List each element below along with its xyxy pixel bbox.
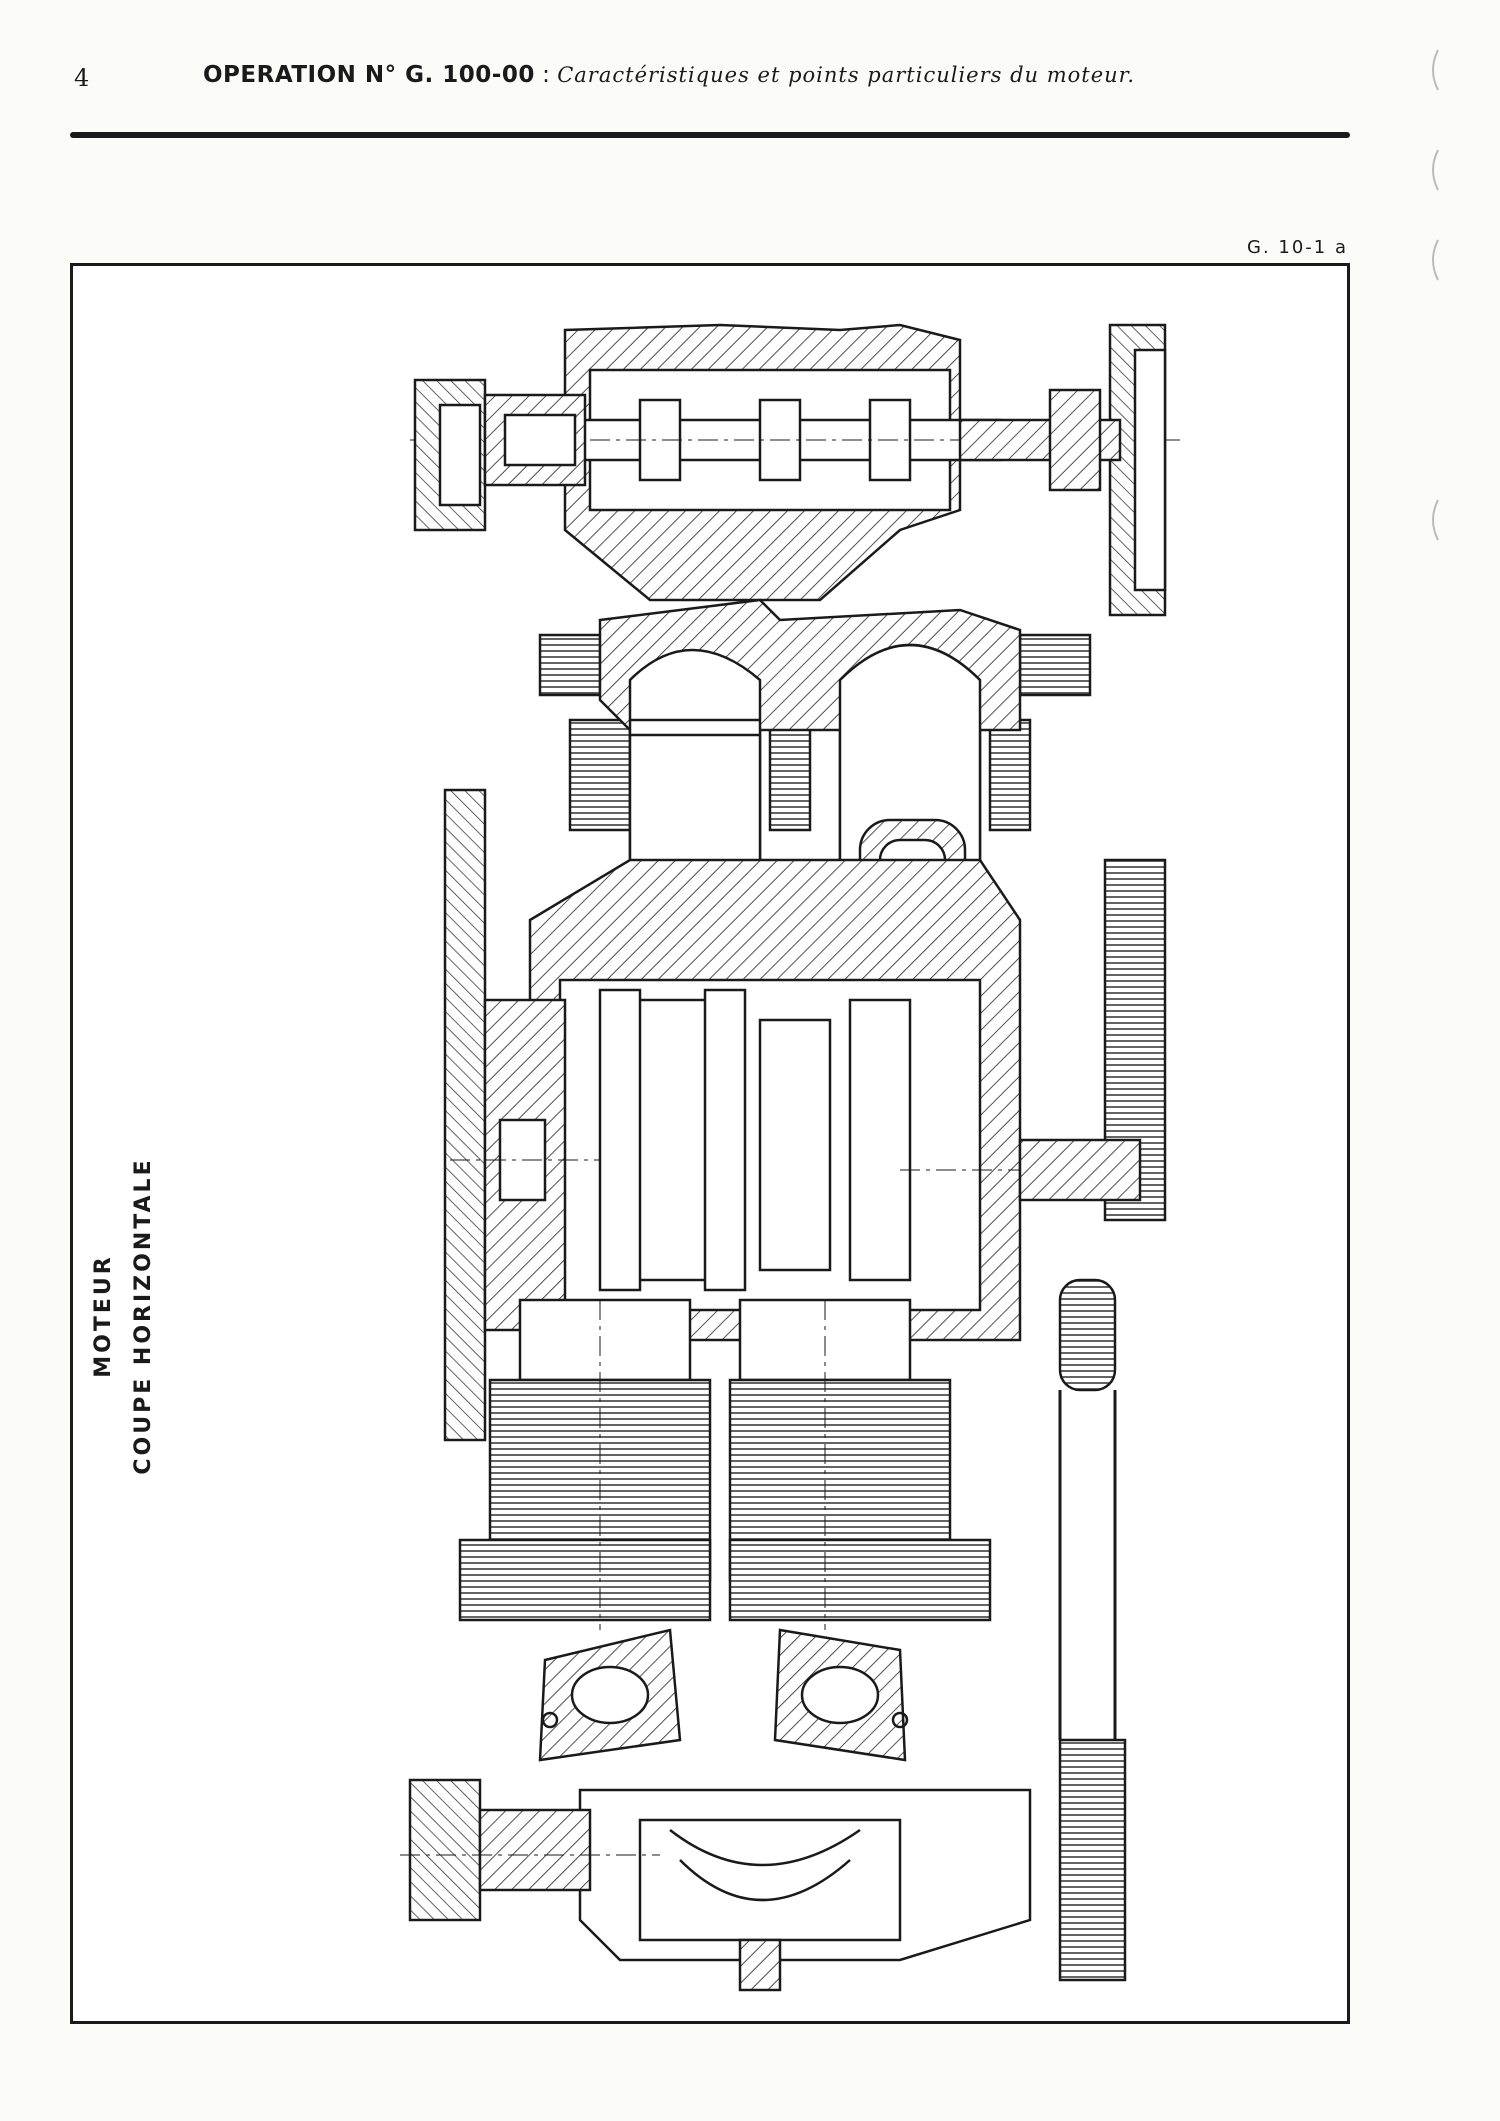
top-right-pulley: [958, 323, 1167, 617]
cylinder-heads: [538, 1628, 909, 1762]
figure-title: MOTEUR COUPE HORIZONTALE: [84, 1157, 164, 1474]
crankcase: [528, 858, 1080, 1342]
bottom-housing: [400, 1778, 1032, 1992]
camshaft-housing: [410, 323, 1180, 602]
figure-title-line1: MOTEUR: [91, 1254, 116, 1378]
operation-description: Caractéristiques et points particuliers …: [557, 63, 1136, 87]
upper-cylinder-fins: [538, 598, 1092, 862]
right-gear-upper: [1018, 858, 1167, 1222]
figure-reference: G. 10-1 a: [1247, 237, 1348, 258]
header-rule: [70, 132, 1350, 138]
right-gear-middle: [1058, 1278, 1117, 1740]
right-gear-lower: [1058, 1738, 1127, 1982]
page-number: 4: [74, 64, 90, 92]
page-header: OPERATION N° G. 100-00 : Caractéristique…: [203, 62, 1135, 88]
header-separator: :: [534, 62, 558, 88]
engine-section-drawing: [400, 323, 1180, 1992]
figure-title-line2: COUPE HORIZONTALE: [131, 1157, 156, 1475]
operation-label: OPERATION N° G. 100-00: [203, 62, 535, 88]
margin-binding-marks: [1432, 49, 1439, 541]
top-left-bearing: [413, 378, 587, 532]
left-flywheel: [443, 788, 600, 1442]
lower-cylinders: [458, 1298, 992, 1630]
